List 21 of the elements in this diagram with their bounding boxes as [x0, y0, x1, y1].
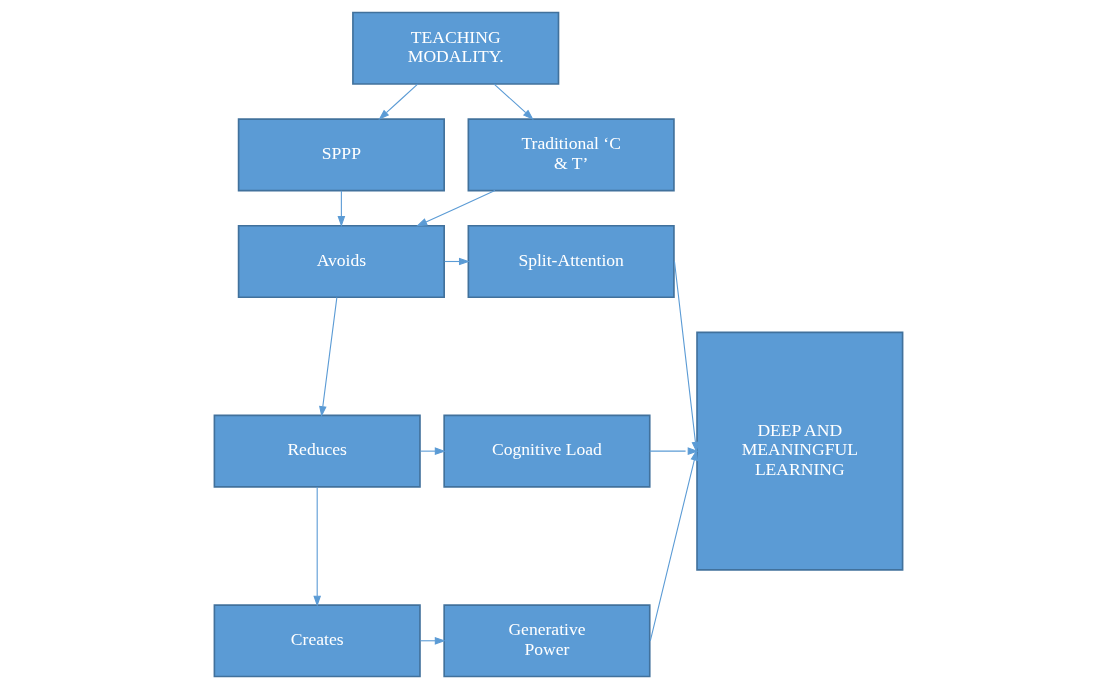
arrow [318, 296, 337, 418]
arrow [377, 83, 418, 120]
node-box: Generative Power [442, 604, 651, 678]
node-box: Avoids [237, 224, 445, 299]
arrow [415, 190, 495, 227]
arrow [673, 260, 699, 453]
arrow [493, 83, 534, 120]
node-box: Creates [213, 604, 421, 678]
node-box: Reduces [213, 414, 421, 488]
node-box: Split-Attention [467, 224, 675, 299]
node-box: TEACHING MODALITY. [351, 11, 559, 85]
arrow [649, 449, 698, 642]
node-box: Traditional ‘C & T’ [467, 118, 675, 192]
node-box: Cognitive Load [442, 414, 651, 488]
node-box: DEEP AND MEANINGFUL LEARNING [695, 331, 903, 571]
arrow [337, 190, 345, 228]
node-box: SPPP [237, 118, 445, 192]
arrow [648, 447, 699, 455]
arrow [419, 636, 446, 645]
arrow [312, 486, 321, 607]
arrow [419, 447, 446, 455]
